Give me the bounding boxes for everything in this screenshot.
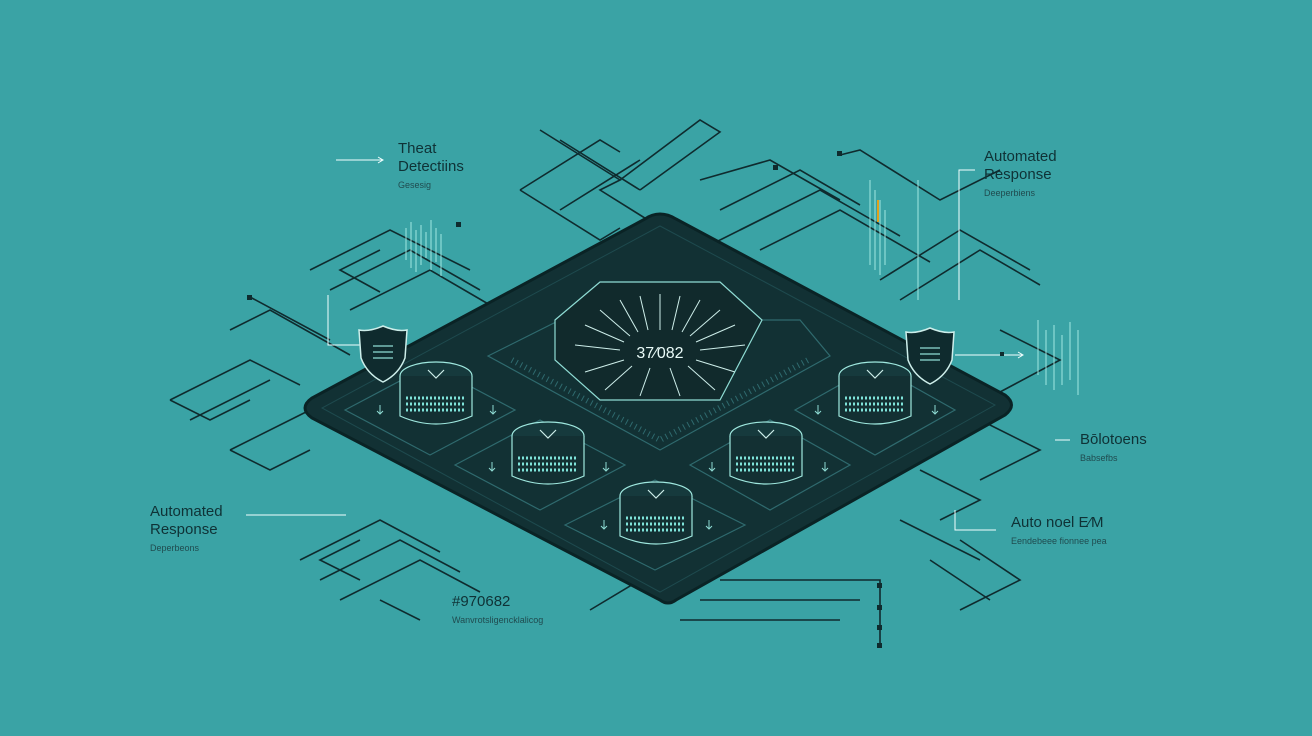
shield-icon: [905, 327, 955, 385]
label-subtitle: Babsefbs: [1080, 453, 1118, 463]
label-subtitle: Wanvrotsligencklalicog: [452, 615, 544, 625]
label-title: Auto noel E⁄M: [1011, 514, 1104, 531]
status-glyphs: [376, 405, 939, 530]
platform: [303, 212, 1013, 605]
label-subtitle: Eendebeee fionnee pea: [1011, 536, 1107, 546]
label-automated-response-left: Automated Response Deperbeons: [150, 503, 223, 554]
signal-bars-left: [405, 220, 442, 276]
central-monitor: 37⁄082: [510, 281, 810, 444]
pointer-lines: [246, 156, 1070, 531]
label-title: Theat Detectiins: [398, 140, 464, 175]
label-bottom-id: #970682 Wanvrotsligencklalicog: [452, 593, 543, 626]
label-subtitle: Deeperbiens: [984, 188, 1036, 198]
center-readout: 37⁄082: [636, 345, 683, 362]
label-right-lower: Auto noel E⁄M Eendebeee fionnee pea: [1011, 514, 1107, 547]
label-threat-detections: Theat Detectiins Gesesig: [398, 140, 464, 191]
server-node-icon: [838, 361, 912, 425]
label-right-middle: Bōlotoens Babsefbs: [1080, 431, 1147, 464]
server-node-icon: [399, 361, 473, 425]
radial-ticks: [574, 294, 746, 397]
signal-bars-right: [869, 180, 1079, 395]
label-title: Automated Response: [150, 503, 223, 538]
label-subtitle: Gesesig: [398, 180, 432, 190]
label-title: Automated Response: [984, 148, 1057, 183]
accent-marker: [877, 200, 879, 222]
trace-endpoints: [247, 151, 1004, 648]
server-node-icon: [729, 421, 803, 485]
label-title: Bōlotoens: [1080, 431, 1147, 448]
label-subtitle: Deperbeons: [150, 543, 200, 553]
server-node-icon: [619, 481, 693, 545]
circuit-traces: [169, 119, 1062, 645]
server-node-icon: [511, 421, 585, 485]
label-automated-response-top: Automated Response Deeperbiens: [984, 148, 1057, 199]
shield-icon: [358, 325, 408, 383]
label-title: #970682: [452, 593, 511, 610]
